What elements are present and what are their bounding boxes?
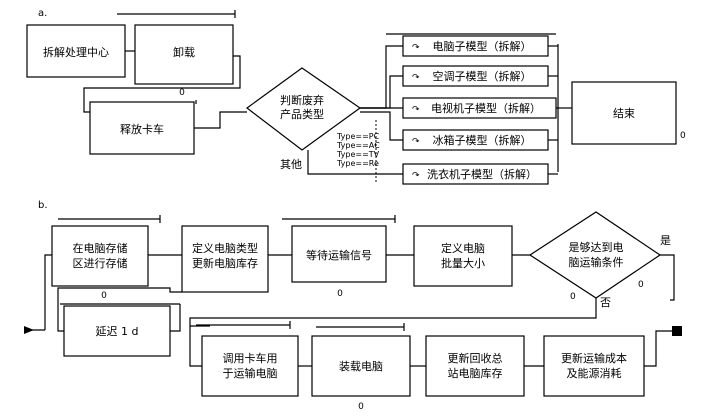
connector [644,330,672,367]
update-cost-line1: 更新运输成本 [561,351,627,365]
call-truck-line2: 于运输电脑 [223,366,278,380]
yes-branch [660,254,675,301]
connector [189,326,202,367]
store-line2: 区进行存储 [73,256,128,270]
call-truck-line1: 调用卡车用 [223,351,278,365]
submodel-wash[interactable]: ↷ 洗衣机子模型（拆解） [402,163,549,185]
type-re-label: Type==Re [336,159,379,168]
delay-box[interactable] [63,305,171,357]
connector [57,287,182,332]
store-box[interactable] [51,225,149,287]
call-truck-box[interactable] [201,335,299,397]
type-ac-label: Type==AC [336,141,380,150]
no-branch [189,298,597,326]
unload-box[interactable] [134,24,234,85]
submodel-tv[interactable]: ↷ 电视机子模型（拆解） [402,97,557,119]
update-cost-box[interactable] [543,335,645,397]
connector [194,111,247,129]
enough-line1: 是够达到电 [569,241,624,254]
other-label: 其他 [280,158,302,171]
delay-label: 延迟 1 d [96,325,139,338]
connector [83,55,241,113]
store-zero: 0 [101,291,107,301]
store-line1: 在电脑存储 [73,241,128,255]
wait-signal-box[interactable] [291,225,387,283]
diamond-zero-left: 0 [570,292,576,302]
define-type-line2: 更新电脑库存 [192,256,258,270]
submodel-ac[interactable]: ↷ 空调子模型（拆解） [402,65,549,87]
submodel-pc[interactable]: ↷ 电脑子模型（拆解） [402,35,549,57]
branch-ac [360,75,403,109]
disassembly-center-label: 拆解处理中心 [43,45,109,59]
update-station-line1: 更新回收总 [448,351,503,365]
panel-b-label: b. [38,200,48,211]
branch-other [307,150,403,175]
update-station-line2: 站电脑库存 [448,366,503,380]
decide-line2: 产品类型 [280,107,324,121]
wait-zero: 0 [337,289,343,299]
release-truck-label: 释放卡车 [120,122,164,136]
update-cost-line2: 及能源消耗 [567,366,622,380]
yes-label: 是 [660,234,671,247]
no-label: 否 [600,296,611,309]
define-type-line1: 定义电脑类型 [192,241,258,255]
wait-signal-label: 等待运输信号 [306,248,372,262]
diamond-zero-right: 0 [638,280,644,290]
enough-line2: 脑运输条件 [569,255,624,269]
end-zero: 0 [680,131,686,141]
disassembly-center-box[interactable] [26,24,126,78]
end-box[interactable] [571,81,677,145]
define-batch-line2: 批量大小 [441,256,485,270]
submodel-re-label: 冰箱子模型（拆解） [433,133,532,147]
define-batch-box[interactable] [413,225,513,287]
define-type-box[interactable] [181,225,269,293]
branch-re [360,111,403,141]
return-arrow-icon: ↷ [412,73,420,83]
submodel-tv-label: 电视机子模型（拆解） [431,101,541,115]
type-tv-label: Type==TV [336,150,380,159]
submodel-pc-label: 电脑子模型（拆解） [433,39,532,53]
define-batch-line1: 定义电脑 [441,241,485,255]
decide-line1: 判断废弃 [280,93,324,107]
return-arrow-icon: ↷ [412,105,420,115]
update-station-box[interactable] [425,335,525,397]
load-label: 装载电脑 [339,360,383,373]
submodel-re[interactable]: ↷ 冰箱子模型（拆解） [402,129,549,151]
submodel-ac-label: 空调子模型（拆解） [433,69,532,83]
return-arrow-icon: ↷ [412,171,420,181]
connector [170,304,181,332]
connector [44,254,52,330]
panel-a-label: a. [38,8,47,19]
end-label: 结束 [613,107,635,120]
unload-label: 卸载 [173,45,195,59]
end-square-icon [672,326,682,336]
release-truck-box[interactable] [89,101,195,155]
return-arrow-icon: ↷ [412,43,420,53]
return-arrow-icon: ↷ [412,137,420,147]
load-zero: 0 [358,402,364,412]
branch-pc [360,45,403,109]
type-pc-label: Type==PC [336,132,380,141]
load-box[interactable] [311,335,411,397]
submodel-wash-label: 洗衣机子模型（拆解） [427,167,537,181]
unload-zero: 0 [179,88,185,98]
